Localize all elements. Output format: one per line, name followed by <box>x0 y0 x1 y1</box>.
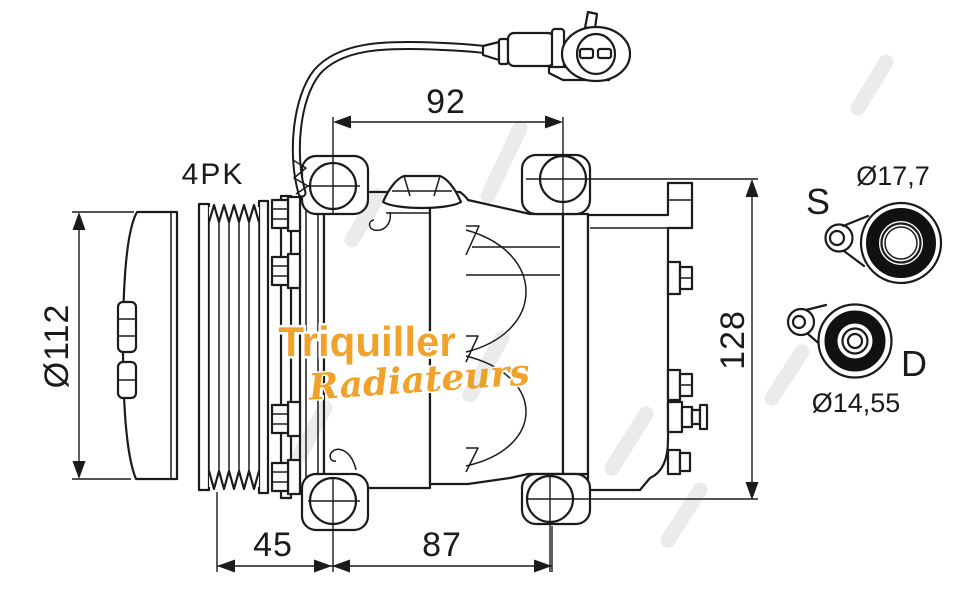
belt-type-label: 4PK <box>182 158 245 191</box>
connector-pins <box>578 47 613 60</box>
discharge-port-diameter: Ø14,55 <box>812 388 901 418</box>
pulley-belt-ribs <box>207 203 261 491</box>
ear-hole <box>791 314 807 330</box>
front-housing <box>322 190 432 490</box>
rear-head <box>586 181 709 492</box>
stud-bolt <box>270 252 302 290</box>
stud-bolt <box>270 195 302 233</box>
wire-terminal <box>292 159 309 195</box>
discharge-port-label: D <box>901 343 927 384</box>
mounting-lug-top-rear <box>520 117 758 216</box>
wire-connector-plug <box>481 10 632 83</box>
clutch-damper-bumps <box>116 300 138 400</box>
rear-bracket-plate <box>561 212 590 476</box>
suction-port-label: S <box>806 181 830 222</box>
top-hex-fitting <box>381 174 463 210</box>
rear-fitting-nipple <box>666 400 709 434</box>
connector-lock-tab <box>583 10 599 30</box>
dimension-top-span: 92 <box>333 83 563 129</box>
stud-bolt <box>270 400 302 438</box>
rear-head-bolt <box>666 260 694 296</box>
port-hole <box>846 332 864 350</box>
dimension-bottom: 45 87 <box>216 492 553 573</box>
pulley-assembly <box>116 194 293 500</box>
clutch-stud-bolts <box>270 195 302 496</box>
suction-port-detail: S Ø17,7 <box>806 161 943 285</box>
dim-label-pulley-diameter: Ø112 <box>38 304 76 389</box>
rear-head-bolt <box>666 368 694 402</box>
suction-port-diameter: Ø17,7 <box>856 161 930 191</box>
o-ring <box>824 310 886 372</box>
discharge-port-detail: D Ø14,55 <box>786 303 927 418</box>
pulley-flange <box>197 202 211 492</box>
dim-label-bottom-rear: 87 <box>422 526 462 564</box>
dim-label-top-span: 92 <box>426 83 466 121</box>
mounting-lug-top-front <box>300 117 370 216</box>
mounting-lug-bottom-front <box>300 472 370 572</box>
pulley-rear-rim <box>257 199 270 495</box>
stud-bolt <box>270 458 302 496</box>
ghost-watermark-marks <box>292 54 894 548</box>
dimension-pulley-diameter: Ø112 <box>38 211 134 480</box>
clutch-rear-plate <box>279 194 293 500</box>
mounting-lug-bottom-rear <box>520 472 758 572</box>
dim-label-height: 128 <box>714 310 752 370</box>
compressor-body <box>322 174 709 492</box>
rear-head-bolt <box>666 448 692 476</box>
ear-hole <box>828 229 846 247</box>
cast-hook-bottom <box>329 448 357 471</box>
o-ring <box>866 208 936 278</box>
dimension-height: 128 <box>714 179 759 500</box>
clutch-wire <box>291 40 504 198</box>
dim-label-bottom-front: 45 <box>253 526 293 564</box>
watermark-brand-name: Triquiller <box>278 318 455 365</box>
